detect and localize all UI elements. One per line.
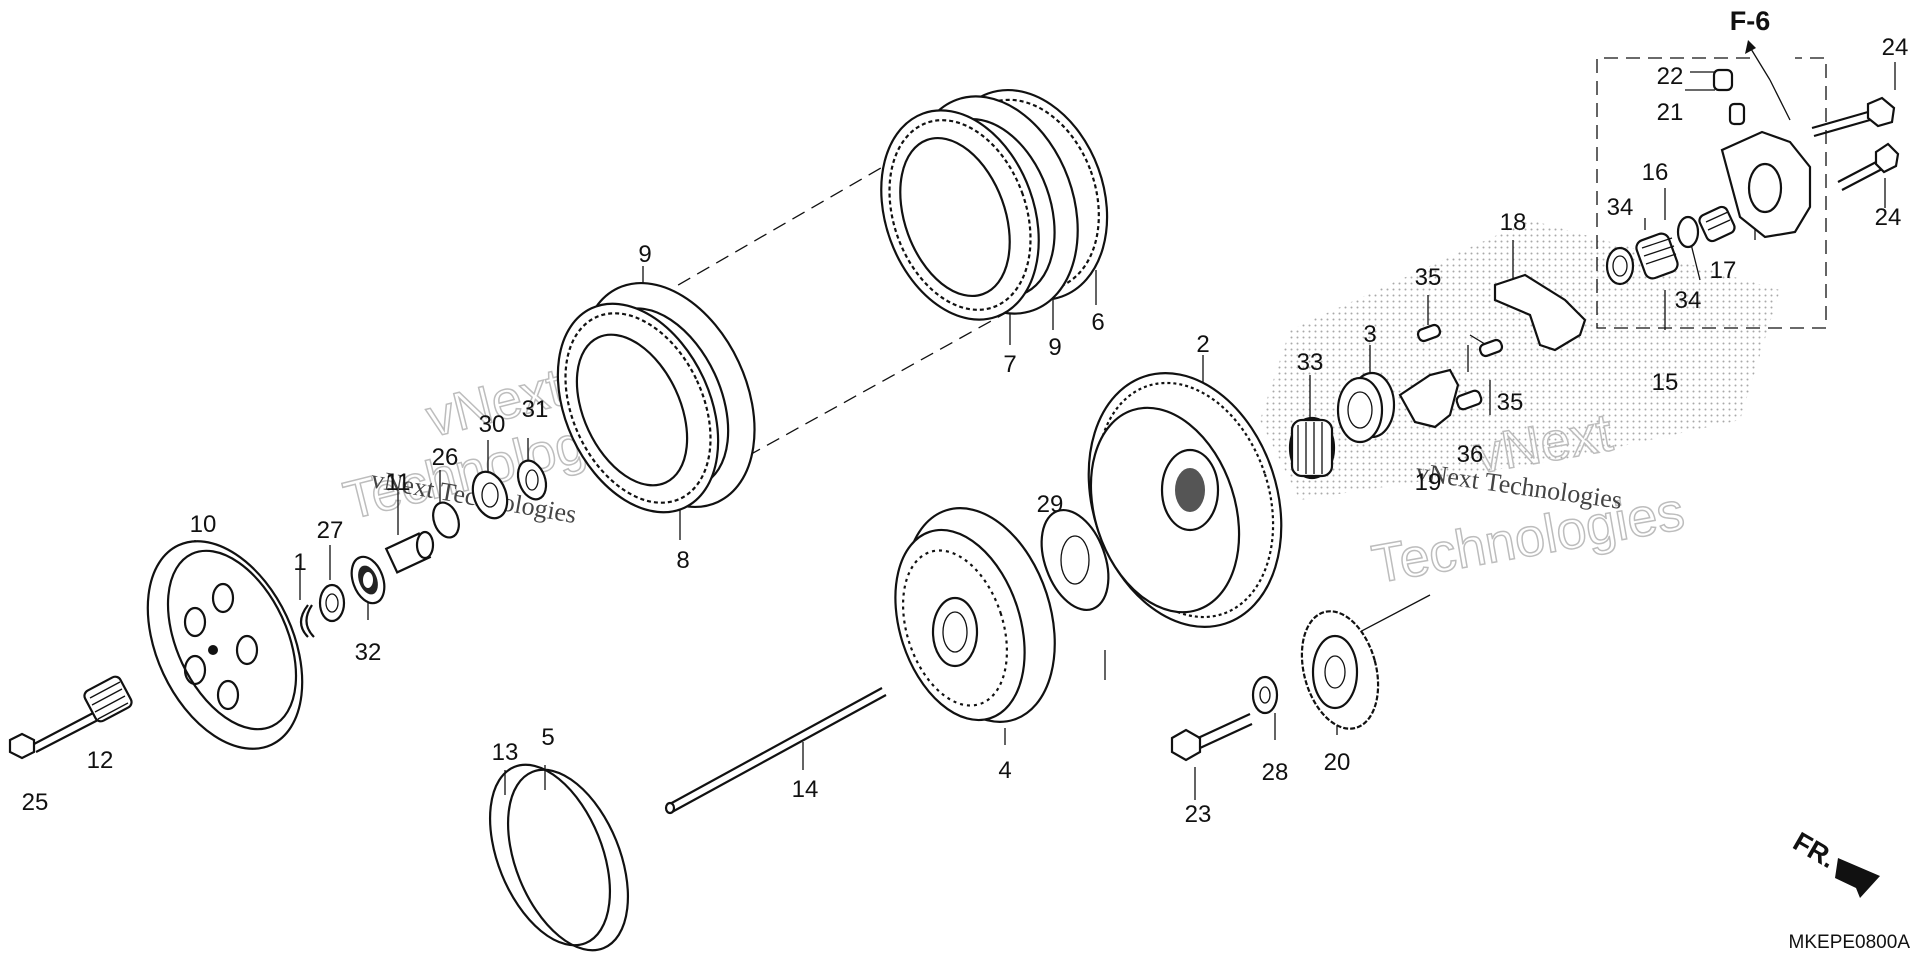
thrust-washer-29 [1040, 508, 1110, 612]
label-25: 25 [22, 789, 49, 816]
label-1: 1 [293, 549, 306, 576]
spring-17 [1698, 205, 1736, 243]
label-24-upper: 24 [1882, 34, 1909, 61]
label-9-left: 9 [638, 241, 651, 268]
lifter-plate-19 [1398, 368, 1460, 429]
washer-31 [516, 459, 548, 501]
label-32: 32 [355, 639, 382, 666]
bolt-24-lower [1837, 142, 1900, 191]
dowel-pin-35-upper [1416, 323, 1442, 343]
label-21: 21 [1657, 99, 1684, 126]
bolt-25 [8, 711, 99, 760]
washer-27 [318, 583, 346, 623]
label-15: 15 [1652, 369, 1679, 396]
label-7: 7 [1003, 351, 1016, 378]
label-6: 6 [1091, 309, 1104, 336]
label-19: 19 [1415, 469, 1442, 496]
clutch-outer-2 [1087, 372, 1283, 628]
label-34-left: 34 [1607, 194, 1634, 221]
label-13: 13 [492, 739, 519, 766]
label-31: 31 [522, 396, 549, 423]
oil-pump-group [1605, 68, 1900, 286]
stipple-shading [1260, 220, 1780, 500]
label-8: 8 [676, 547, 689, 574]
washer-28 [1251, 675, 1279, 715]
label-30: 30 [479, 411, 506, 438]
o-ring-5 [506, 768, 630, 952]
label-12: 12 [87, 747, 114, 774]
friction-disc-8 [556, 302, 720, 514]
dowel-pin-35-lower [1478, 338, 1504, 358]
cover-plate-18 [1493, 273, 1587, 352]
circlip-1 [299, 604, 315, 638]
bearing-32 [350, 555, 386, 605]
label-14: 14 [792, 776, 819, 803]
label-34-right: 34 [1675, 287, 1702, 314]
front-marker: FR. [1788, 826, 1841, 874]
bolt-24-upper [1811, 96, 1896, 138]
label-9-right: 9 [1048, 334, 1061, 361]
filter-16 [1635, 232, 1679, 280]
push-rod-14 [664, 687, 887, 815]
oil-pump-group-box [1596, 40, 1827, 329]
label-33: 33 [1297, 349, 1324, 376]
label-35-upper: 35 [1415, 264, 1442, 291]
front-arrow-icon: FR. [1788, 826, 1880, 898]
lock-washer-30 [471, 470, 509, 520]
label-17: 17 [1710, 257, 1737, 284]
plate-alignment-lines [639, 149, 1021, 489]
needle-bearing-33 [1288, 416, 1336, 480]
label-11: 11 [386, 469, 411, 496]
pressure-plate-10 [146, 540, 304, 750]
cap-22 [1712, 68, 1734, 92]
diagram-code: MKEPE0800A [1789, 932, 1911, 953]
label-23: 23 [1185, 801, 1212, 828]
reference-f6: F-6 [1730, 6, 1771, 36]
friction-disc-7 [880, 109, 1040, 321]
washer-26 [432, 501, 460, 539]
label-22: 22 [1657, 63, 1684, 90]
part-labels: 1 2 3 4 5 6 7 8 9 9 10 11 12 13 14 15 16… [22, 34, 1909, 828]
dowel-pin-36 [1455, 389, 1483, 411]
bolt-23 [1170, 713, 1253, 762]
gear-20 [1300, 610, 1380, 730]
label-27: 27 [317, 517, 344, 544]
fitting-21 [1728, 102, 1746, 126]
label-18: 18 [1500, 209, 1527, 236]
o-ring-13 [488, 763, 612, 947]
label-4: 4 [998, 757, 1011, 784]
label-10: 10 [190, 511, 217, 538]
label-29: 29 [1037, 491, 1064, 518]
label-16: 16 [1642, 159, 1669, 186]
label-3: 3 [1363, 321, 1376, 348]
label-28: 28 [1262, 759, 1289, 786]
spring-12 [83, 675, 133, 723]
label-35-lower: 35 [1497, 389, 1524, 416]
collar-3 [1336, 371, 1396, 444]
clutch-center-4 [894, 507, 1056, 723]
lifter-piece-11 [384, 530, 435, 574]
label-2: 2 [1196, 331, 1209, 358]
label-20: 20 [1324, 749, 1351, 776]
label-24-lower: 24 [1875, 204, 1902, 231]
label-26: 26 [432, 444, 459, 471]
label-5: 5 [541, 724, 554, 751]
label-36: 36 [1457, 441, 1484, 468]
